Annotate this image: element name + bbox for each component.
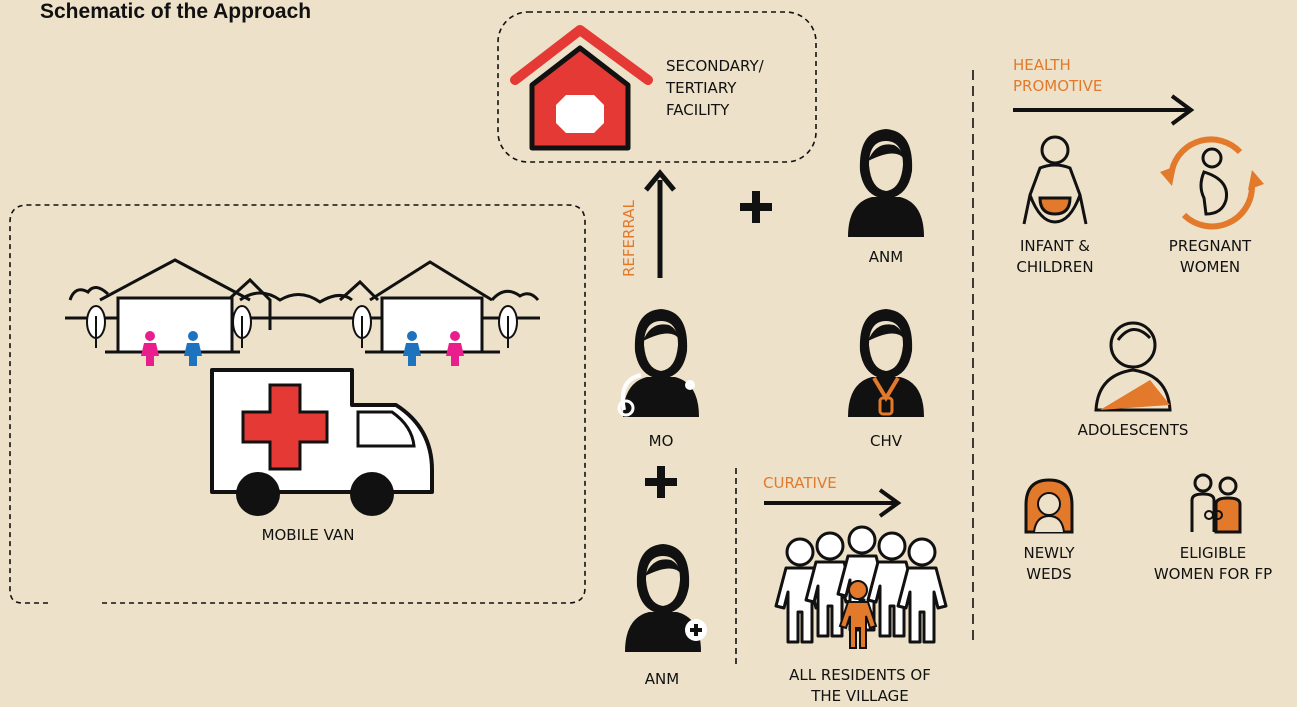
mobile-van-icon: [210, 368, 434, 516]
eligible-label-line2: WOMEN FOR FP: [1153, 565, 1273, 583]
facility-label-line1: SECONDARY/: [666, 57, 764, 75]
referral-arrow: [644, 169, 676, 278]
adolescent-icon: [1094, 321, 1172, 412]
newly-weds-icon: [1024, 478, 1074, 534]
pregnant-label-line1: PREGNANT: [1168, 237, 1252, 255]
infant-icon: [1022, 135, 1088, 225]
health-promotive-label-line2: PROMOTIVE: [1013, 77, 1103, 95]
infant-label-line2: CHILDREN: [1016, 258, 1094, 276]
residents-label-line2: THE VILLAGE: [811, 687, 909, 705]
referral-label: REFERRAL: [620, 200, 638, 277]
adolescents-label: ADOLESCENTS: [1077, 421, 1189, 439]
anm-top-label: ANM: [868, 248, 904, 266]
tree-icon: [498, 305, 518, 349]
chv-person-icon: [848, 309, 924, 417]
village-box: [9, 204, 586, 604]
facility-label-line2: TERTIARY: [666, 79, 737, 97]
curative-label: CURATIVE: [763, 474, 837, 492]
hospital-icon: [510, 25, 653, 151]
pregnant-label-line2: WOMEN: [1179, 258, 1241, 276]
anm-bottom-person-icon: [625, 544, 707, 652]
plus-sign-bottom: [645, 466, 677, 498]
mo-label: MO: [648, 432, 674, 450]
health-promotive-label-line1: HEALTH: [1013, 56, 1071, 74]
infant-label-line1: INFANT &: [1019, 237, 1090, 255]
health-promotive-arrow: [1013, 94, 1195, 126]
residents-label-line1: ALL RESIDENTS OF: [789, 666, 931, 684]
pregnant-women-icon: [1160, 136, 1264, 230]
tree-icon: [232, 305, 252, 349]
facility-box: [497, 11, 817, 163]
eligible-label-line1: ELIGIBLE: [1179, 544, 1247, 562]
tree-icon: [86, 305, 106, 349]
newly-weds-label-line1: NEWLY: [1023, 544, 1075, 562]
plus-sign-top: [740, 191, 772, 223]
curative-arrow: [764, 488, 902, 518]
eligible-women-icon: [1190, 473, 1242, 534]
mobile-van-label: MOBILE VAN: [261, 526, 355, 544]
village-residents-icon: [774, 525, 948, 649]
page-title: Schematic of the Approach: [40, 0, 312, 23]
village-houses-icon: [65, 258, 540, 354]
newly-weds-label-line2: WEDS: [1026, 565, 1072, 583]
anm-bottom-label: ANM: [644, 670, 680, 688]
tree-icon: [352, 305, 372, 349]
anm-top-person-icon: [848, 129, 924, 237]
chv-label: CHV: [869, 432, 902, 450]
facility-label-line3: FACILITY: [666, 101, 730, 119]
mo-person-icon: [617, 309, 699, 417]
